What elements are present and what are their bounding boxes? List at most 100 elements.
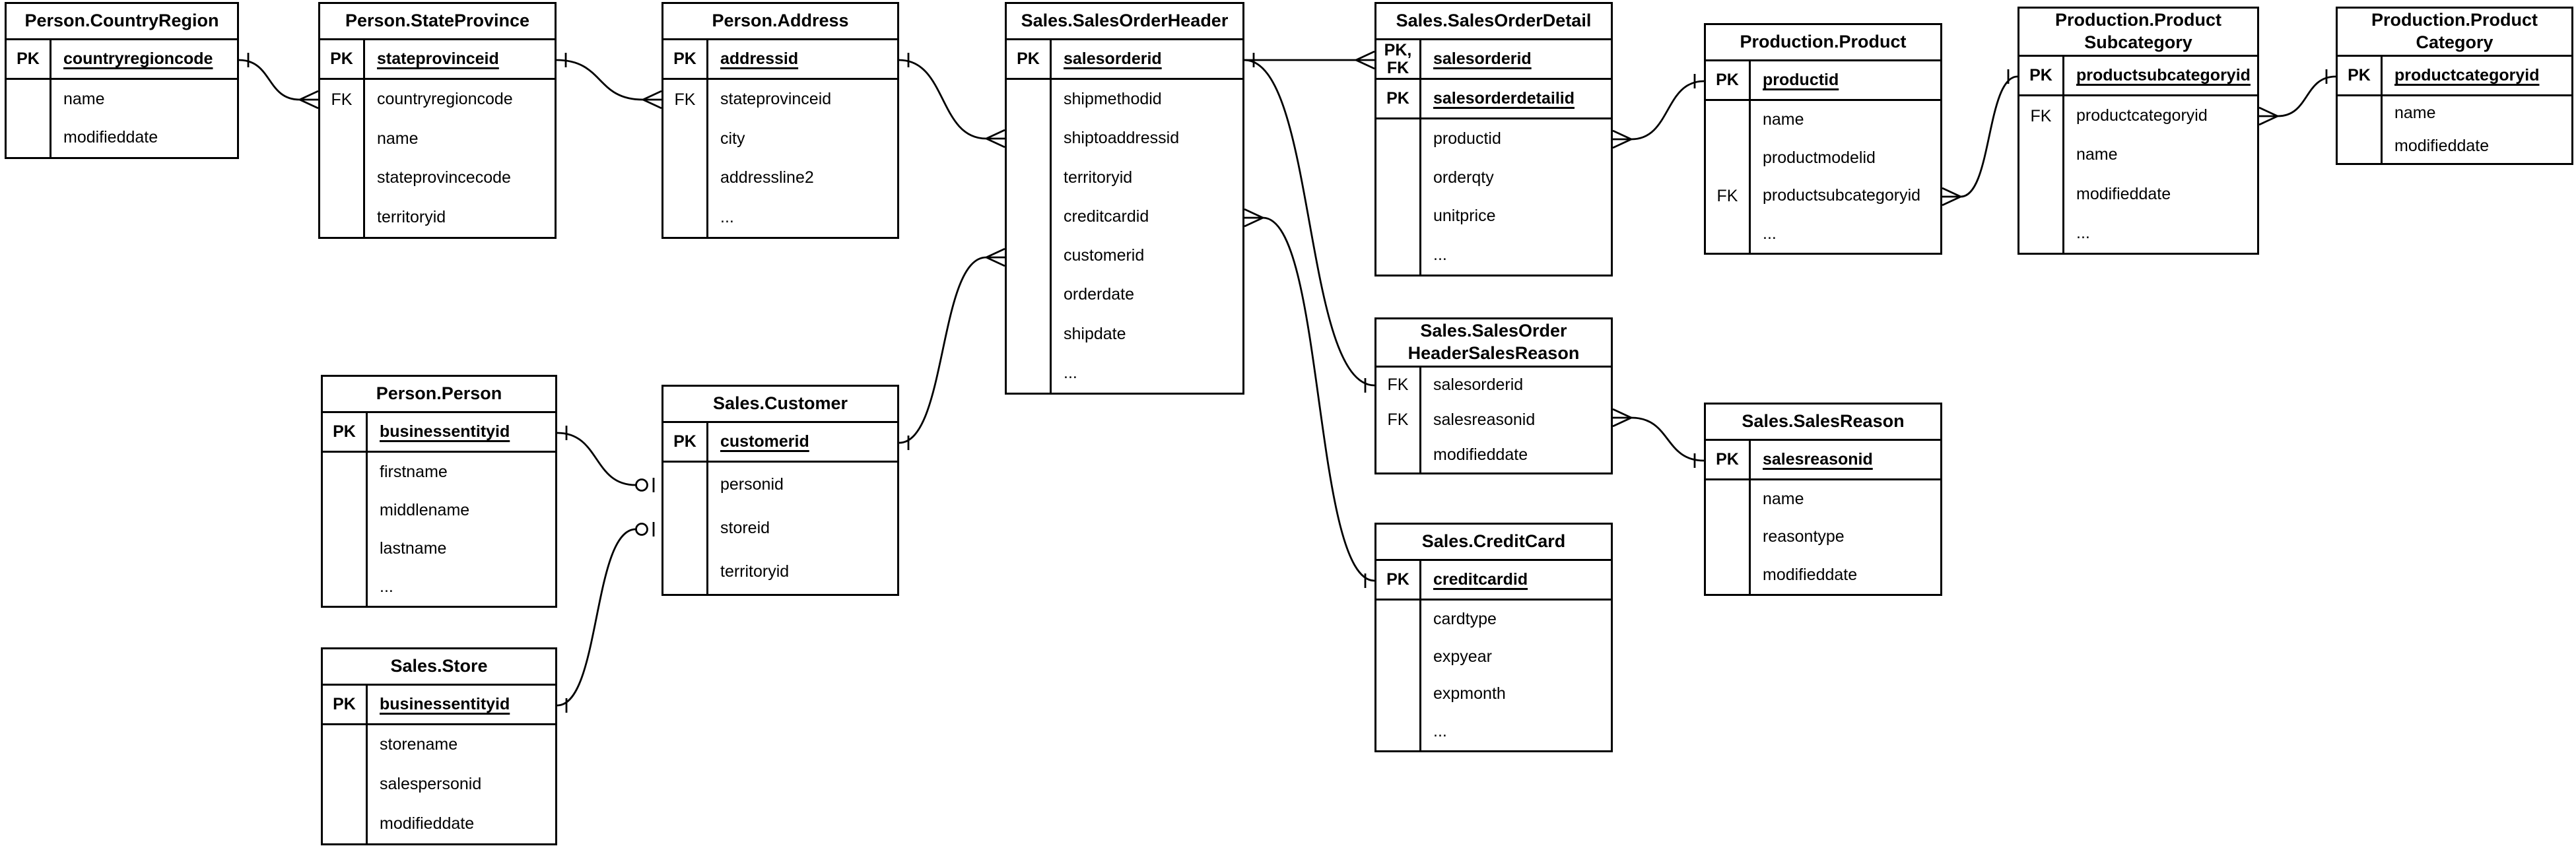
key-cell: FK <box>1376 403 1421 438</box>
column-name: storename <box>380 735 458 754</box>
cardinality-marker-many <box>1355 59 1375 70</box>
table-row: ... <box>1007 353 1242 393</box>
cardinality-marker-many <box>642 90 662 101</box>
cardinality-marker-many <box>1942 187 1961 198</box>
table-row: modifieddate <box>7 118 237 157</box>
relationship-line <box>898 59 987 140</box>
key-cell: PK <box>2338 57 2383 94</box>
table-row: addressline2 <box>663 158 897 198</box>
column-name: ... <box>1064 363 1077 382</box>
column-name: personid <box>720 474 784 494</box>
table-row: productmodelid <box>1706 139 1940 177</box>
key-cell <box>1706 101 1751 139</box>
relationship-line <box>556 59 644 101</box>
column-name: lastname <box>380 538 447 558</box>
key-cell <box>323 453 368 491</box>
column-name: salesreasonid <box>1433 410 1536 429</box>
column-name: customerid <box>720 432 809 451</box>
key-cell <box>1706 556 1751 594</box>
table-row: name <box>1706 101 1940 139</box>
table-row: ... <box>1706 214 1940 253</box>
key-cell <box>663 119 708 158</box>
column-name: stateprovinceid <box>377 49 499 68</box>
column-name: ... <box>1433 722 1447 741</box>
column-name: salesorderid <box>1064 49 1162 68</box>
column-name: unitprice <box>1433 207 1496 226</box>
table-title: Sales.SalesReason <box>1706 405 1940 441</box>
cardinality-marker-many <box>1355 50 1375 61</box>
table-row: storename <box>323 725 555 765</box>
key-cell <box>323 568 368 606</box>
cardinality-marker-many <box>986 247 1005 259</box>
column-name: productsubcategoryid <box>1763 186 1921 205</box>
key-cell <box>320 158 365 198</box>
key-cell: PK <box>663 423 708 461</box>
table-row: name <box>2338 96 2571 130</box>
table-row: name <box>1706 480 1940 519</box>
key-cell <box>1007 275 1052 315</box>
column-name: middlename <box>380 500 470 519</box>
key-cell <box>1007 119 1052 158</box>
table-title: Sales.SalesOrder HeaderSalesReason <box>1376 319 1611 368</box>
table-row: productid <box>1376 119 1611 158</box>
table-row: shipmethodid <box>1007 80 1242 119</box>
table-row: reasontype <box>1706 518 1940 556</box>
column-name: orderqty <box>1433 168 1494 187</box>
column-name: cardtype <box>1433 609 1497 628</box>
relationship-line <box>1262 216 1375 582</box>
cardinality-marker-many <box>986 137 1005 148</box>
cardinality-marker-many <box>1244 216 1264 228</box>
cardinality-marker-many <box>1942 195 1961 207</box>
table-sales-salesorderheadersalesreason: Sales.SalesOrder HeaderSalesReason FK sal… <box>1374 317 1613 474</box>
column-name: shipdate <box>1064 324 1126 343</box>
column-name: modifieddate <box>63 128 158 147</box>
key-cell <box>663 197 708 237</box>
cardinality-marker-many <box>2258 106 2278 117</box>
table-row: city <box>663 119 897 158</box>
column-name: shiptoaddressid <box>1064 129 1180 148</box>
key-cell <box>323 804 368 844</box>
table-title: Production.Product Subcategory <box>2019 9 2257 57</box>
column-name: name <box>377 129 419 148</box>
key-cell <box>1007 236 1052 276</box>
cardinality-marker-many <box>1612 129 1632 141</box>
column-name: productid <box>1763 71 1839 89</box>
key-cell <box>1007 197 1052 236</box>
key-cell: PK, FK <box>1376 40 1421 78</box>
key-cell <box>663 550 708 594</box>
key-cell <box>2019 174 2064 214</box>
column-name: stateprovincecode <box>377 168 511 187</box>
column-name: countryregioncode <box>377 90 513 109</box>
table-row: middlename <box>323 491 555 529</box>
key-cell <box>663 463 708 507</box>
column-name: shipmethodid <box>1064 90 1162 109</box>
column-name: addressid <box>720 49 799 68</box>
column-name: productcategoryid <box>2076 106 2208 125</box>
column-name: modifieddate <box>2076 184 2171 203</box>
column-name: businessentityid <box>380 695 510 713</box>
cardinality-marker-many <box>642 98 662 110</box>
key-cell <box>1376 713 1421 750</box>
table-row: ... <box>2019 213 2257 253</box>
key-cell <box>2338 96 2383 130</box>
table-row: firstname <box>323 453 555 491</box>
key-cell: FK <box>1376 368 1421 403</box>
table-title: Production.Product <box>1706 25 1940 61</box>
column-name: ... <box>720 207 734 226</box>
